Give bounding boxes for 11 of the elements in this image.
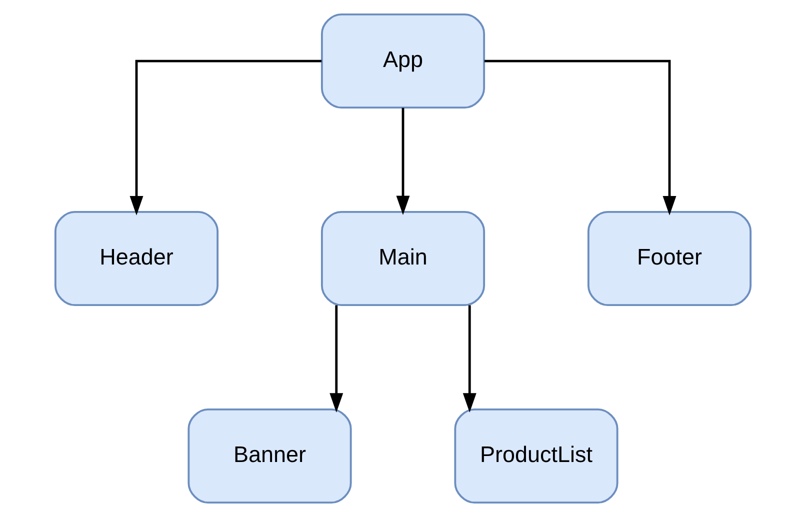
arrow: [329, 305, 343, 412]
arrow: [396, 108, 410, 215]
node-box: Header: [54, 210, 218, 306]
node-box: Main: [320, 210, 485, 306]
arrow: [484, 60, 676, 216]
arrow: [129, 60, 322, 216]
node-box: ProductList: [454, 408, 618, 504]
arrow: [462, 305, 476, 412]
node-box: Banner: [187, 408, 352, 504]
node-box: Footer: [586, 210, 752, 306]
node-box: App: [320, 14, 485, 109]
